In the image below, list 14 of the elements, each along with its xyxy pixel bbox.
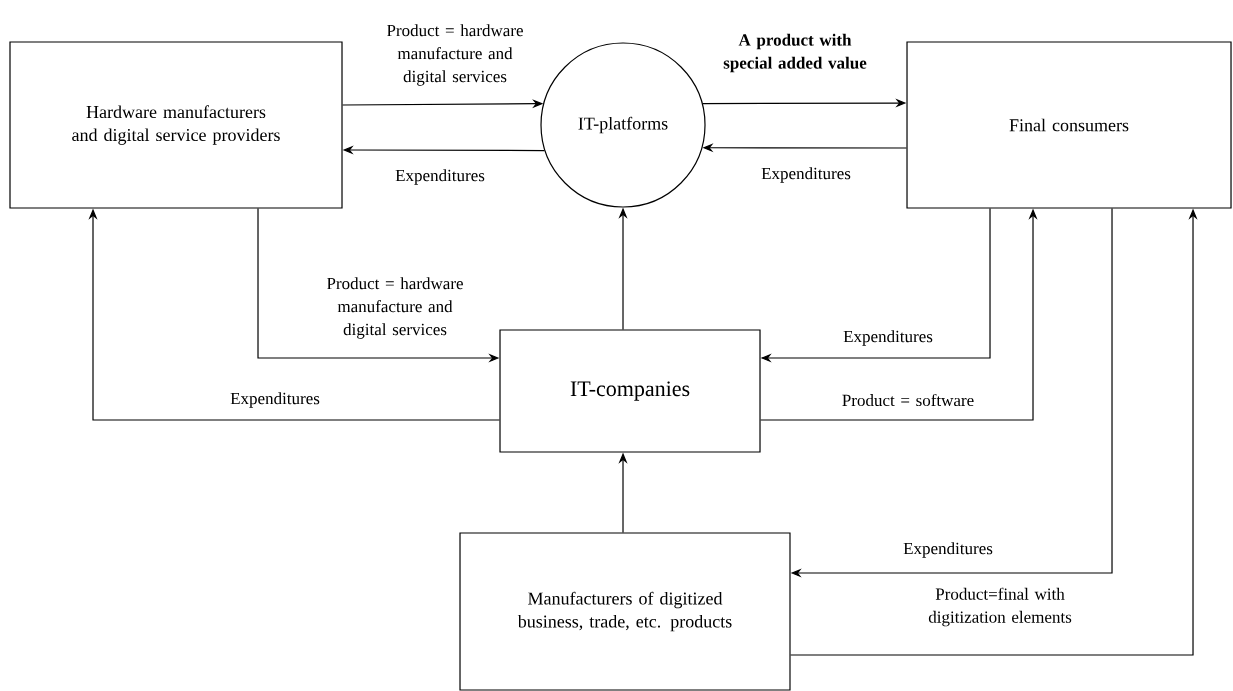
edge-label: Product = hardware manufacture and digital services (326, 277, 463, 339)
edge-label: Product = hardware manufacture and digital services (386, 24, 523, 86)
edge-label: Product = software (842, 393, 974, 407)
process-box: Hardware manufacturers and digital service providers (9, 41, 343, 209)
process-box: Final consumers (906, 41, 1232, 209)
process-box: IT-companies (499, 329, 761, 453)
edge-label: Expenditures (761, 167, 851, 183)
edge-label: Expenditures (230, 392, 320, 408)
edge-label: Expenditures (395, 169, 485, 185)
edge-label: Expenditures (903, 542, 993, 558)
edge-label: Product=final with digitization elements (928, 587, 1072, 627)
process-box: Manufacturers of digitized business, trade, etc. products (459, 532, 791, 691)
edge-label: A product with special added value (723, 33, 867, 73)
edge-label: Expenditures (843, 330, 933, 346)
